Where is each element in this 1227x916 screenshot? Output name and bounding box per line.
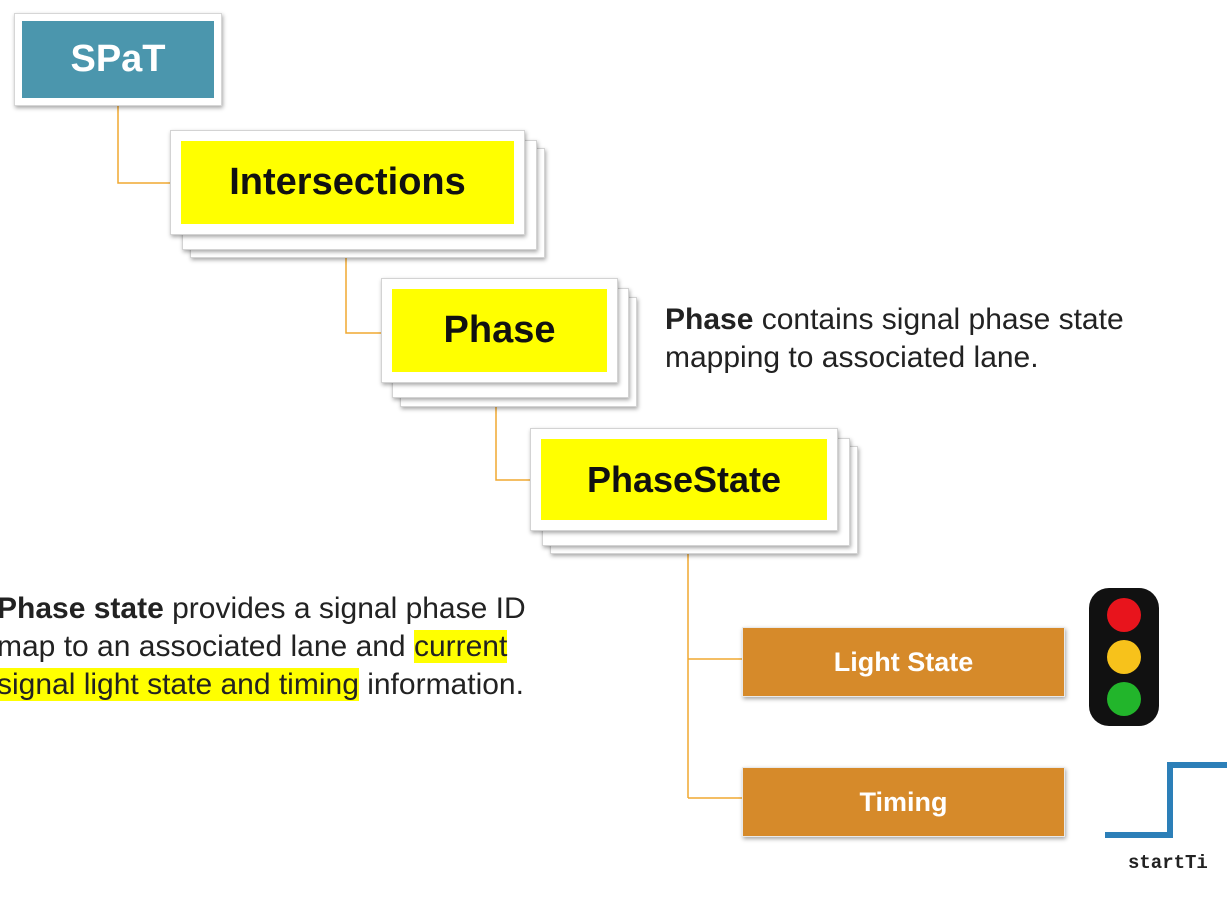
highlight-signal-light-state: signal light state and timing [0,668,359,701]
phase-front-card: Phase [381,278,618,383]
traffic-light-icon [1089,588,1159,726]
phase-description-line-2: mapping to associated lane. [665,341,1039,374]
phasestate-description-line-3: signal light state and timing informatio… [0,666,526,704]
spat-label: SPaT [22,21,214,98]
phasestate-description-line-2: map to an associated lane and current [0,630,508,663]
connector-phase-phasestate [495,381,545,481]
phasestate-description-term: Phase state [0,592,164,625]
phasestate-label: PhaseState [541,439,827,520]
light-state-node: Light State [742,627,1065,697]
phasestate-description: Phase state provides a signal phase ID m… [0,590,526,704]
connector-intersections-phase [345,232,390,334]
connector-phasestate-lightstate [687,528,742,799]
timing-node: Timing [742,767,1065,837]
connector-spat-intersections [117,106,172,184]
highlight-current: current [413,630,508,663]
phasestate-description-line-1: Phase state provides a signal phase ID [0,590,526,628]
spat-node: SPaT [14,13,222,106]
timing-waveform-icon [1105,762,1227,838]
green-light [1107,682,1141,716]
phase-description-term: Phase [665,303,754,336]
phase-description: Phase contains signal phase state mappin… [665,301,1124,377]
yellow-light [1107,640,1141,674]
phase-description-line-1: Phase contains signal phase state [665,303,1124,336]
timing-start-label: startTi [1128,852,1208,874]
intersections-front-card: Intersections [170,130,525,235]
intersections-label: Intersections [181,141,514,224]
phase-label: Phase [392,289,607,372]
phasestate-front-card: PhaseState [530,428,838,531]
red-light [1107,598,1141,632]
